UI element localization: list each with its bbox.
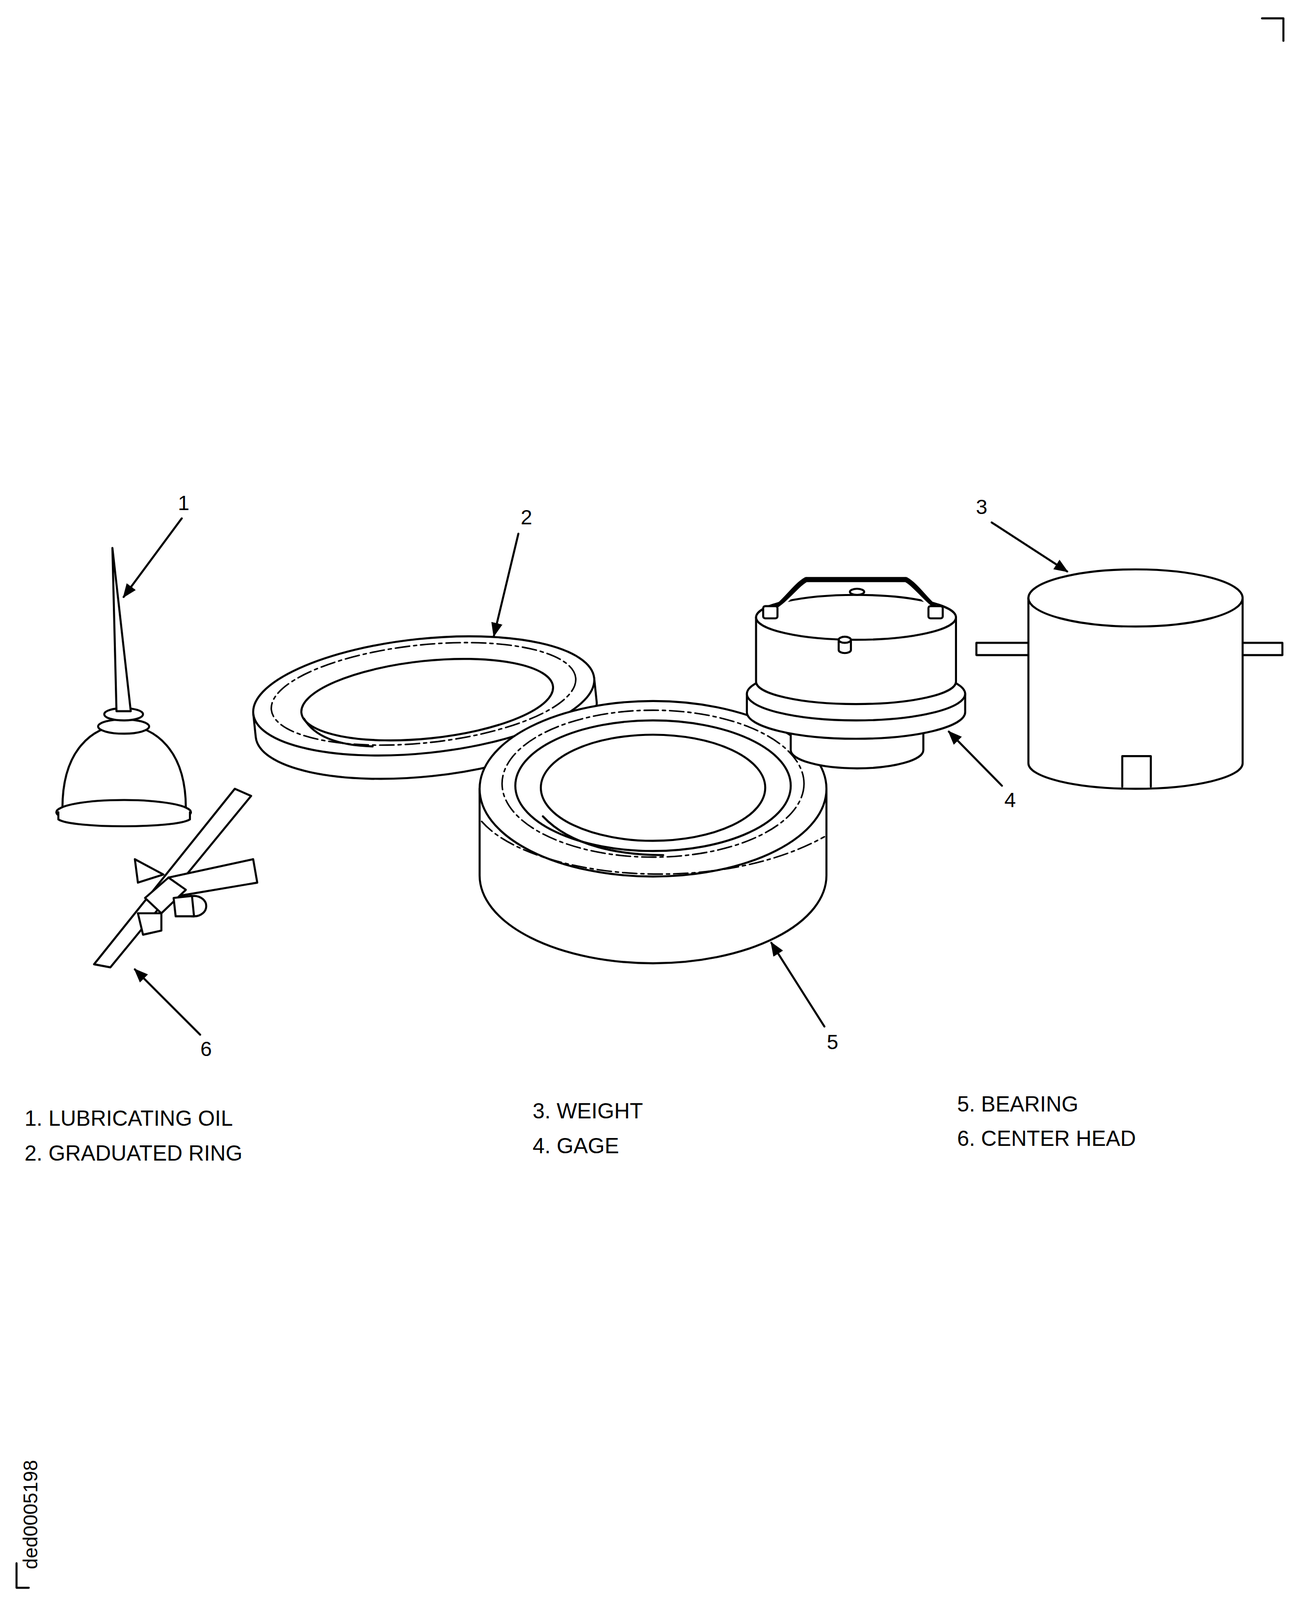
oil-can	[56, 547, 191, 826]
legend-text: 1. LUBRICATING OIL	[24, 1107, 234, 1129]
callout-number: 6	[200, 1038, 212, 1060]
callout-number: 3	[975, 496, 987, 518]
legend-text: 4. GAGE	[532, 1134, 619, 1157]
figure-id: ded0005198	[20, 1459, 41, 1569]
legend-text: 3. WEIGHT	[532, 1099, 643, 1122]
center-head	[94, 788, 258, 968]
bearing	[479, 700, 827, 963]
legend-text: 5. BEARING	[957, 1092, 1079, 1115]
gage	[746, 579, 966, 769]
leader-lines	[123, 518, 1068, 1035]
callout-number: 4	[1004, 789, 1016, 811]
callout-number: 1	[178, 492, 190, 514]
corner-mark	[1261, 18, 1284, 41]
legend-text: 2. GRADUATED RING	[24, 1142, 243, 1164]
weight	[976, 569, 1283, 789]
callout-number: 5	[826, 1031, 839, 1053]
legend-text: 6. CENTER HEAD	[957, 1127, 1136, 1149]
callout-number: 2	[520, 506, 532, 528]
